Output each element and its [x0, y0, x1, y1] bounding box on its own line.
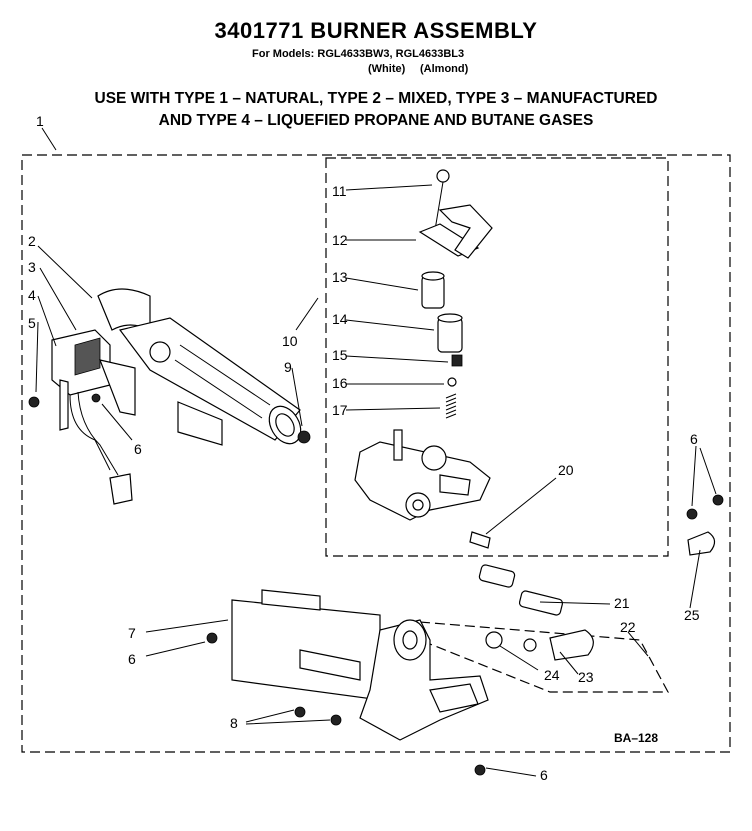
leader-lines [35, 127, 717, 777]
callout-20: 20 [558, 462, 574, 478]
callout-25: 25 [684, 607, 700, 623]
tube-bracket [177, 401, 223, 446]
callout-11: 11 [332, 183, 347, 199]
callout-21: 21 [614, 595, 630, 611]
igniter-assembly [51, 329, 136, 505]
assembly-frame [21, 154, 731, 753]
callout-6-left: 6 [134, 441, 142, 457]
callout-labels: 1 2 3 4 5 6 9 10 11 12 13 14 15 16 17 20… [28, 113, 700, 783]
gas-type-line-2: AND TYPE 4 – LIQUEFIED PROPANE AND BUTAN… [158, 112, 594, 129]
gas-tubes [478, 531, 716, 661]
callout-1: 1 [36, 113, 44, 129]
callout-17: 17 [332, 402, 348, 418]
callout-23: 23 [578, 669, 594, 685]
diagram-code: BA–128 [614, 731, 658, 745]
callout-9: 9 [284, 359, 292, 375]
callout-6-bracket: 6 [128, 651, 136, 667]
burner-tube [97, 288, 302, 445]
callout-6-right: 6 [690, 431, 698, 447]
callout-4: 4 [28, 287, 36, 303]
callout-5: 5 [28, 315, 36, 331]
callout-7: 7 [128, 625, 136, 641]
callout-8: 8 [230, 715, 238, 731]
screws [28, 393, 724, 776]
white-label: (White) [368, 63, 406, 75]
callout-10: 10 [282, 333, 298, 349]
callout-24: 24 [544, 667, 560, 683]
gas-type-line-1: USE WITH TYPE 1 – NATURAL, TYPE 2 – MIXE… [94, 90, 658, 107]
callout-3: 3 [28, 259, 36, 275]
valve-components [354, 169, 493, 549]
callout-15: 15 [332, 347, 348, 363]
base-bracket [231, 589, 489, 741]
callout-14: 14 [332, 311, 348, 327]
callout-22: 22 [620, 619, 636, 635]
almond-label: (Almond) [420, 63, 469, 75]
models-line: For Models: RGL4633BW3, RGL4633BL3 [252, 48, 465, 60]
callout-16: 16 [332, 375, 348, 391]
callout-6-bottom: 6 [540, 767, 548, 783]
callout-13: 13 [332, 269, 348, 285]
valve-group-frame [325, 157, 669, 557]
callout-2: 2 [28, 233, 36, 249]
page-title: 3401771 BURNER ASSEMBLY [214, 18, 538, 43]
callout-12: 12 [332, 232, 348, 248]
